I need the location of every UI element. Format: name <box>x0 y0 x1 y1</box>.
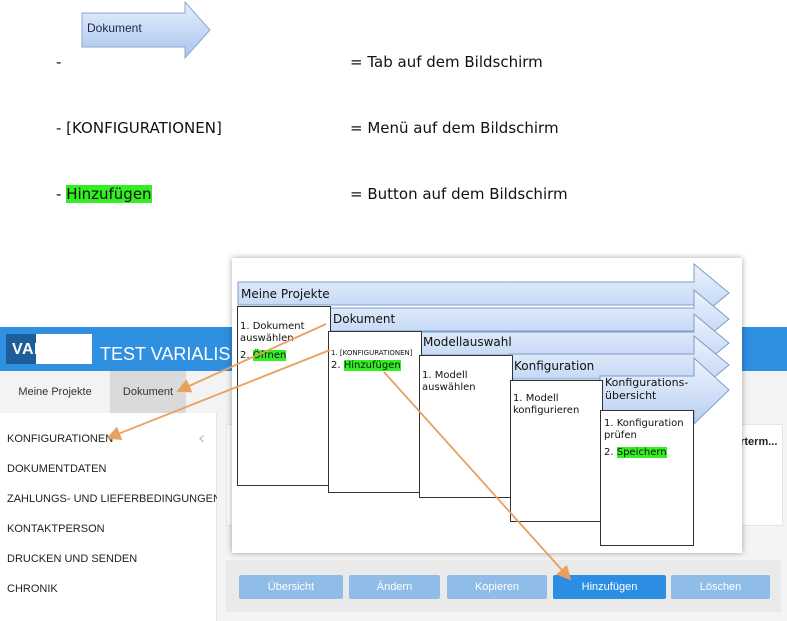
sidebar-item-dokumentdaten[interactable]: DOKUMENTDATEN <box>7 463 107 475</box>
step-konfiguration-pruefen: 1. Konfiguration prüfen <box>604 418 684 441</box>
tab-example-label: Dokument <box>87 21 142 35</box>
legend-dash-1: - <box>56 53 62 71</box>
card-header: erterm... <box>734 436 778 448</box>
step-konfigurationen: 1. [KONFIGURATIONEN] <box>331 349 413 357</box>
aendern-button[interactable]: Ändern <box>349 575 440 599</box>
loeschen-button[interactable]: Löschen <box>671 575 770 599</box>
step-hinzufuegen-row: 2. Hinzufügen <box>331 360 401 372</box>
kopieren-button[interactable]: Kopieren <box>447 575 547 599</box>
step-hinzufuegen: Hinzufügen <box>343 360 401 371</box>
phase-label-meine-projekte: Meine Projekte <box>241 287 330 301</box>
step-modell-konfigurieren: 1. Modell konfigurieren <box>513 393 580 416</box>
sidebar-item-drucken-senden[interactable]: DRUCKEN UND SENDEN <box>7 553 138 565</box>
phase-label-modellauswahl: Modellauswahl <box>423 335 512 349</box>
step-dokument-auswaehlen: 1. Dokument auswählen <box>240 321 305 344</box>
step-oeffnen: Öffnen <box>252 350 287 361</box>
sidebar <box>0 413 217 621</box>
phase-label-konfiguration: Konfiguration <box>514 359 595 373</box>
legend-desc-tab: = Tab auf dem Bildschirm <box>350 53 543 71</box>
logo-mark <box>6 334 36 364</box>
phase-label-dokument: Dokument <box>333 312 396 326</box>
tab-arrow-icon <box>81 1 211 60</box>
tab-dokument[interactable]: Dokument <box>110 371 186 413</box>
logo: VARIALIS <box>12 341 90 358</box>
step-number: 2. <box>604 447 617 458</box>
uebersicht-button[interactable]: Übersicht <box>239 575 343 599</box>
legend-button-item: Hinzufügen <box>66 185 152 203</box>
legend-desc-button: = Button auf dem Bildschirm <box>350 185 568 203</box>
step-modell-auswaehlen: 1. Modell auswählen <box>422 370 476 393</box>
step-speichern-row: 2. Speichern <box>604 447 667 459</box>
steps-box-konfigurationsuebersicht <box>600 410 694 546</box>
sidebar-item-chronik[interactable]: CHRONIK <box>7 583 58 595</box>
sidebar-item-kontaktperson[interactable]: KONTAKTPERSON <box>7 523 105 535</box>
step-number: 2. <box>240 350 253 361</box>
sidebar-item-konfigurationen[interactable]: KONFIGURATIONEN <box>7 433 114 445</box>
hinzufuegen-button[interactable]: Hinzufügen <box>553 575 666 599</box>
tab-meine-projekte[interactable]: Meine Projekte <box>18 386 92 398</box>
step-number: 2. <box>331 360 344 371</box>
sidebar-item-zahlungs-lieferbedingungen[interactable]: ZAHLUNGS- UND LIEFERBEDINGUNGEN <box>7 493 221 505</box>
legend-button-row: - Hinzufügen <box>56 185 152 203</box>
legend-dash-3: - <box>56 185 67 203</box>
step-speichern: Speichern <box>616 447 667 458</box>
phase-label-konfigurationsuebersicht: Konfigurations- übersicht <box>605 376 689 402</box>
legend-desc-menu: = Menü auf dem Bildschirm <box>350 119 559 137</box>
step-oeffnen-row: 2. Öffnen <box>240 350 287 362</box>
phase-arrows <box>237 262 730 426</box>
chevron-left-icon[interactable]: ‹ <box>198 428 206 449</box>
legend-menu-item: - [KONFIGURATIONEN] <box>56 119 222 137</box>
